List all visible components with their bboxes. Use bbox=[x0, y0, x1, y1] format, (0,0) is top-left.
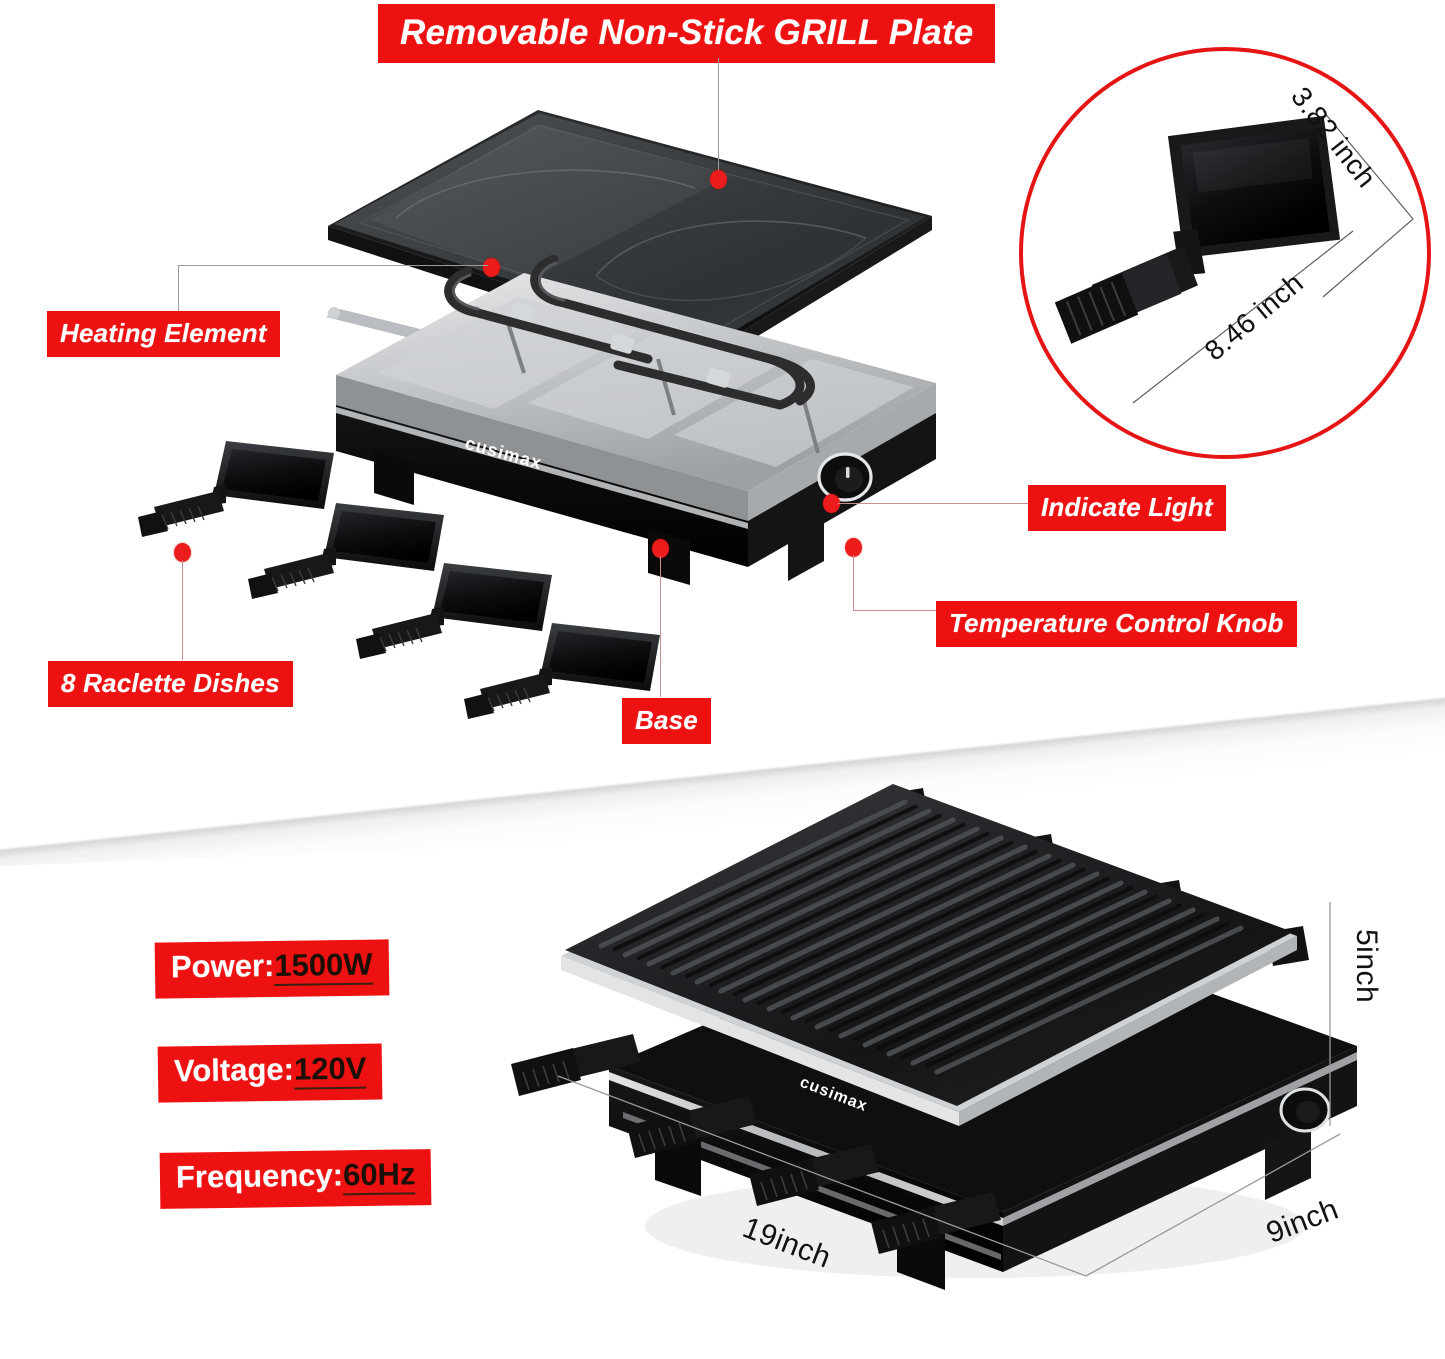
inset-dish-art bbox=[1054, 110, 1414, 404]
spec-voltage-value: 120V bbox=[294, 1051, 367, 1090]
leader-dishes bbox=[182, 560, 183, 660]
spec-voltage-key: Voltage: bbox=[173, 1051, 295, 1089]
assembled-grill-photo-art bbox=[511, 784, 1357, 1290]
leader-title bbox=[718, 58, 719, 173]
hero-height-dimension: 5inch bbox=[1350, 929, 1383, 1004]
marker-indicate-light bbox=[823, 494, 840, 513]
page-title: Removable Non-Stick GRILL Plate bbox=[378, 4, 996, 63]
dish-dimension-inset: 3.82 inch 8.46 inch bbox=[1019, 47, 1431, 459]
spec-power-key: Power: bbox=[170, 947, 275, 985]
leader-knob-h bbox=[853, 610, 938, 611]
callout-indicate-light: Indicate Light bbox=[1028, 485, 1226, 531]
callout-raclette-dishes: 8 Raclette Dishes bbox=[48, 661, 293, 707]
marker-heating-element bbox=[483, 258, 500, 277]
leader-indicate-light bbox=[838, 503, 1028, 504]
hero-dimension-lines bbox=[557, 902, 1341, 1277]
spec-power-value: 1500W bbox=[274, 947, 373, 986]
marker-grill-plate bbox=[710, 170, 727, 189]
marker-raclette-dishes bbox=[174, 543, 191, 562]
leader-knob-v bbox=[853, 555, 854, 610]
spec-voltage: Voltage: 120V bbox=[157, 1043, 383, 1103]
spec-power: Power: 1500W bbox=[154, 939, 389, 999]
callout-heating-element: Heating Element bbox=[47, 311, 280, 357]
raclette-dishes-art bbox=[138, 441, 660, 719]
leader-heating-h bbox=[178, 265, 488, 266]
callout-base: Base bbox=[622, 698, 711, 744]
leader-base bbox=[660, 556, 661, 697]
spec-frequency: Frequency: 60Hz bbox=[159, 1149, 432, 1209]
leader-heating-v bbox=[178, 265, 179, 313]
spec-frequency-key: Frequency: bbox=[175, 1157, 344, 1195]
marker-temperature-knob bbox=[845, 538, 862, 557]
grill-base-unit-art bbox=[326, 255, 936, 585]
spec-frequency-value: 60Hz bbox=[343, 1156, 416, 1195]
callout-temperature-knob: Temperature Control Knob bbox=[936, 601, 1297, 647]
marker-base bbox=[652, 539, 669, 558]
